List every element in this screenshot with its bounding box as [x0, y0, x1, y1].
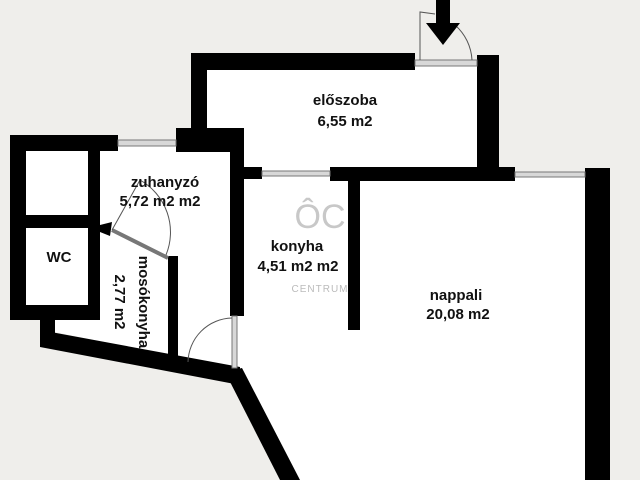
windows	[111, 59, 586, 369]
room-area-eloszoba: 6,55 m2	[317, 113, 372, 130]
watermark-logo-text: ÔC	[295, 198, 346, 236]
room-name-eloszoba: előszoba	[313, 92, 378, 109]
watermark-text: CENTRUM	[292, 284, 349, 295]
room-area-zuhanyzo: 5,72 m2 m2	[120, 193, 201, 210]
room-area-konyha: 4,51 m2 m2	[258, 258, 339, 275]
door-swings	[111, 11, 473, 363]
room-name-zuhanyzo: zuhanyzó	[131, 174, 199, 191]
watermark-logo: ÔC CENTRUM	[292, 198, 349, 295]
room-name-konyha: konyha	[271, 238, 324, 255]
walls	[10, 53, 610, 480]
room-name-wc: WC	[47, 249, 72, 266]
room-name-mosokonyha: mosókonyha	[135, 256, 152, 349]
arrow-down-icon	[426, 0, 460, 45]
room-area-nappali: 20,08 m2	[426, 306, 489, 323]
room-area-mosokonyha: 2,77 m2	[111, 274, 128, 329]
room-name-nappali: nappali	[430, 287, 483, 304]
